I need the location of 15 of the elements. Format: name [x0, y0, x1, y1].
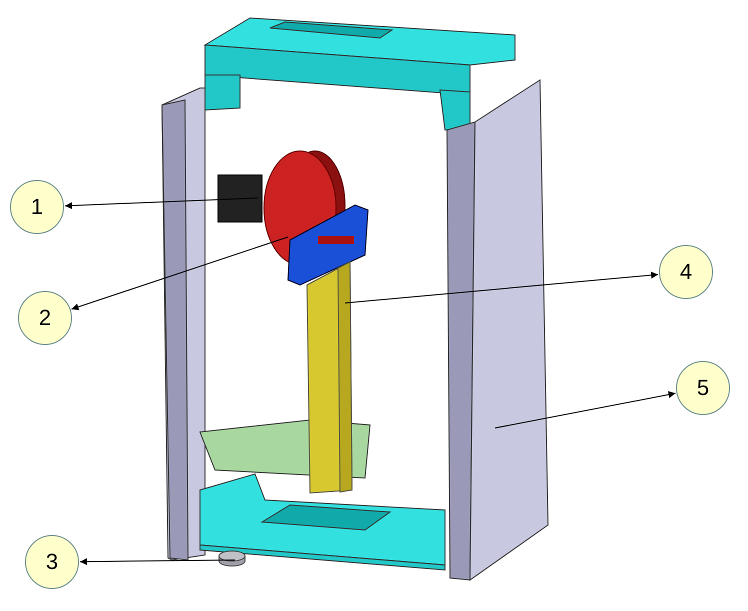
arm-drawing: [306, 261, 352, 494]
leader-line: [64, 198, 258, 210]
leader-line: [80, 558, 236, 566]
leader-line: [494, 391, 676, 428]
wheel-drawing: [264, 150, 369, 286]
leader-line: [344, 272, 659, 304]
callout-number: 4: [659, 245, 713, 299]
leader-line: [71, 236, 288, 310]
callout-number: 5: [676, 361, 730, 415]
callout-number: 1: [10, 180, 64, 234]
motor-box: [218, 174, 262, 222]
side-panel-drawing: [446, 79, 548, 581]
foot-cylinder: [218, 550, 246, 566]
callout-number: 3: [25, 535, 79, 589]
callout-number: 2: [18, 291, 72, 345]
